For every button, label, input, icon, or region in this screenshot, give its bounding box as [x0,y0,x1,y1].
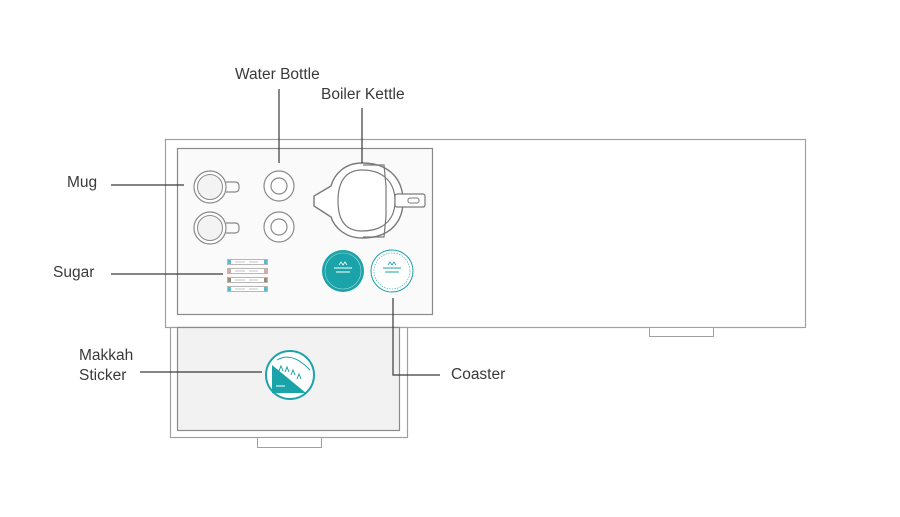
drawer-handle [257,437,322,448]
counter-foot [649,327,714,337]
mug-label: Mug [67,174,98,191]
sugar-label: Sugar [53,264,95,281]
boiler-kettle-label: Boiler Kettle [321,86,405,103]
makkah-sticker-icon [265,350,315,400]
makkah-sticker-label-line2: Sticker [79,367,127,384]
water-bottle-label: Water Bottle [235,66,320,83]
coaster-leader [392,298,440,376]
makkah-sticker-label: Makkah Sticker [79,346,133,386]
coaster-icon [370,249,414,293]
coaster-label: Coaster [451,366,506,383]
coaster-icon [322,250,364,292]
water-bottle-icon [263,170,295,202]
kettle-icon [313,162,426,239]
leader-lines [111,89,440,376]
mug-icon [193,170,240,204]
makkah-sticker-label-line1: Makkah [79,347,134,364]
mug-icon [193,211,240,245]
sugar-sachet-icon [227,259,268,292]
water-bottle-icon [263,211,295,243]
